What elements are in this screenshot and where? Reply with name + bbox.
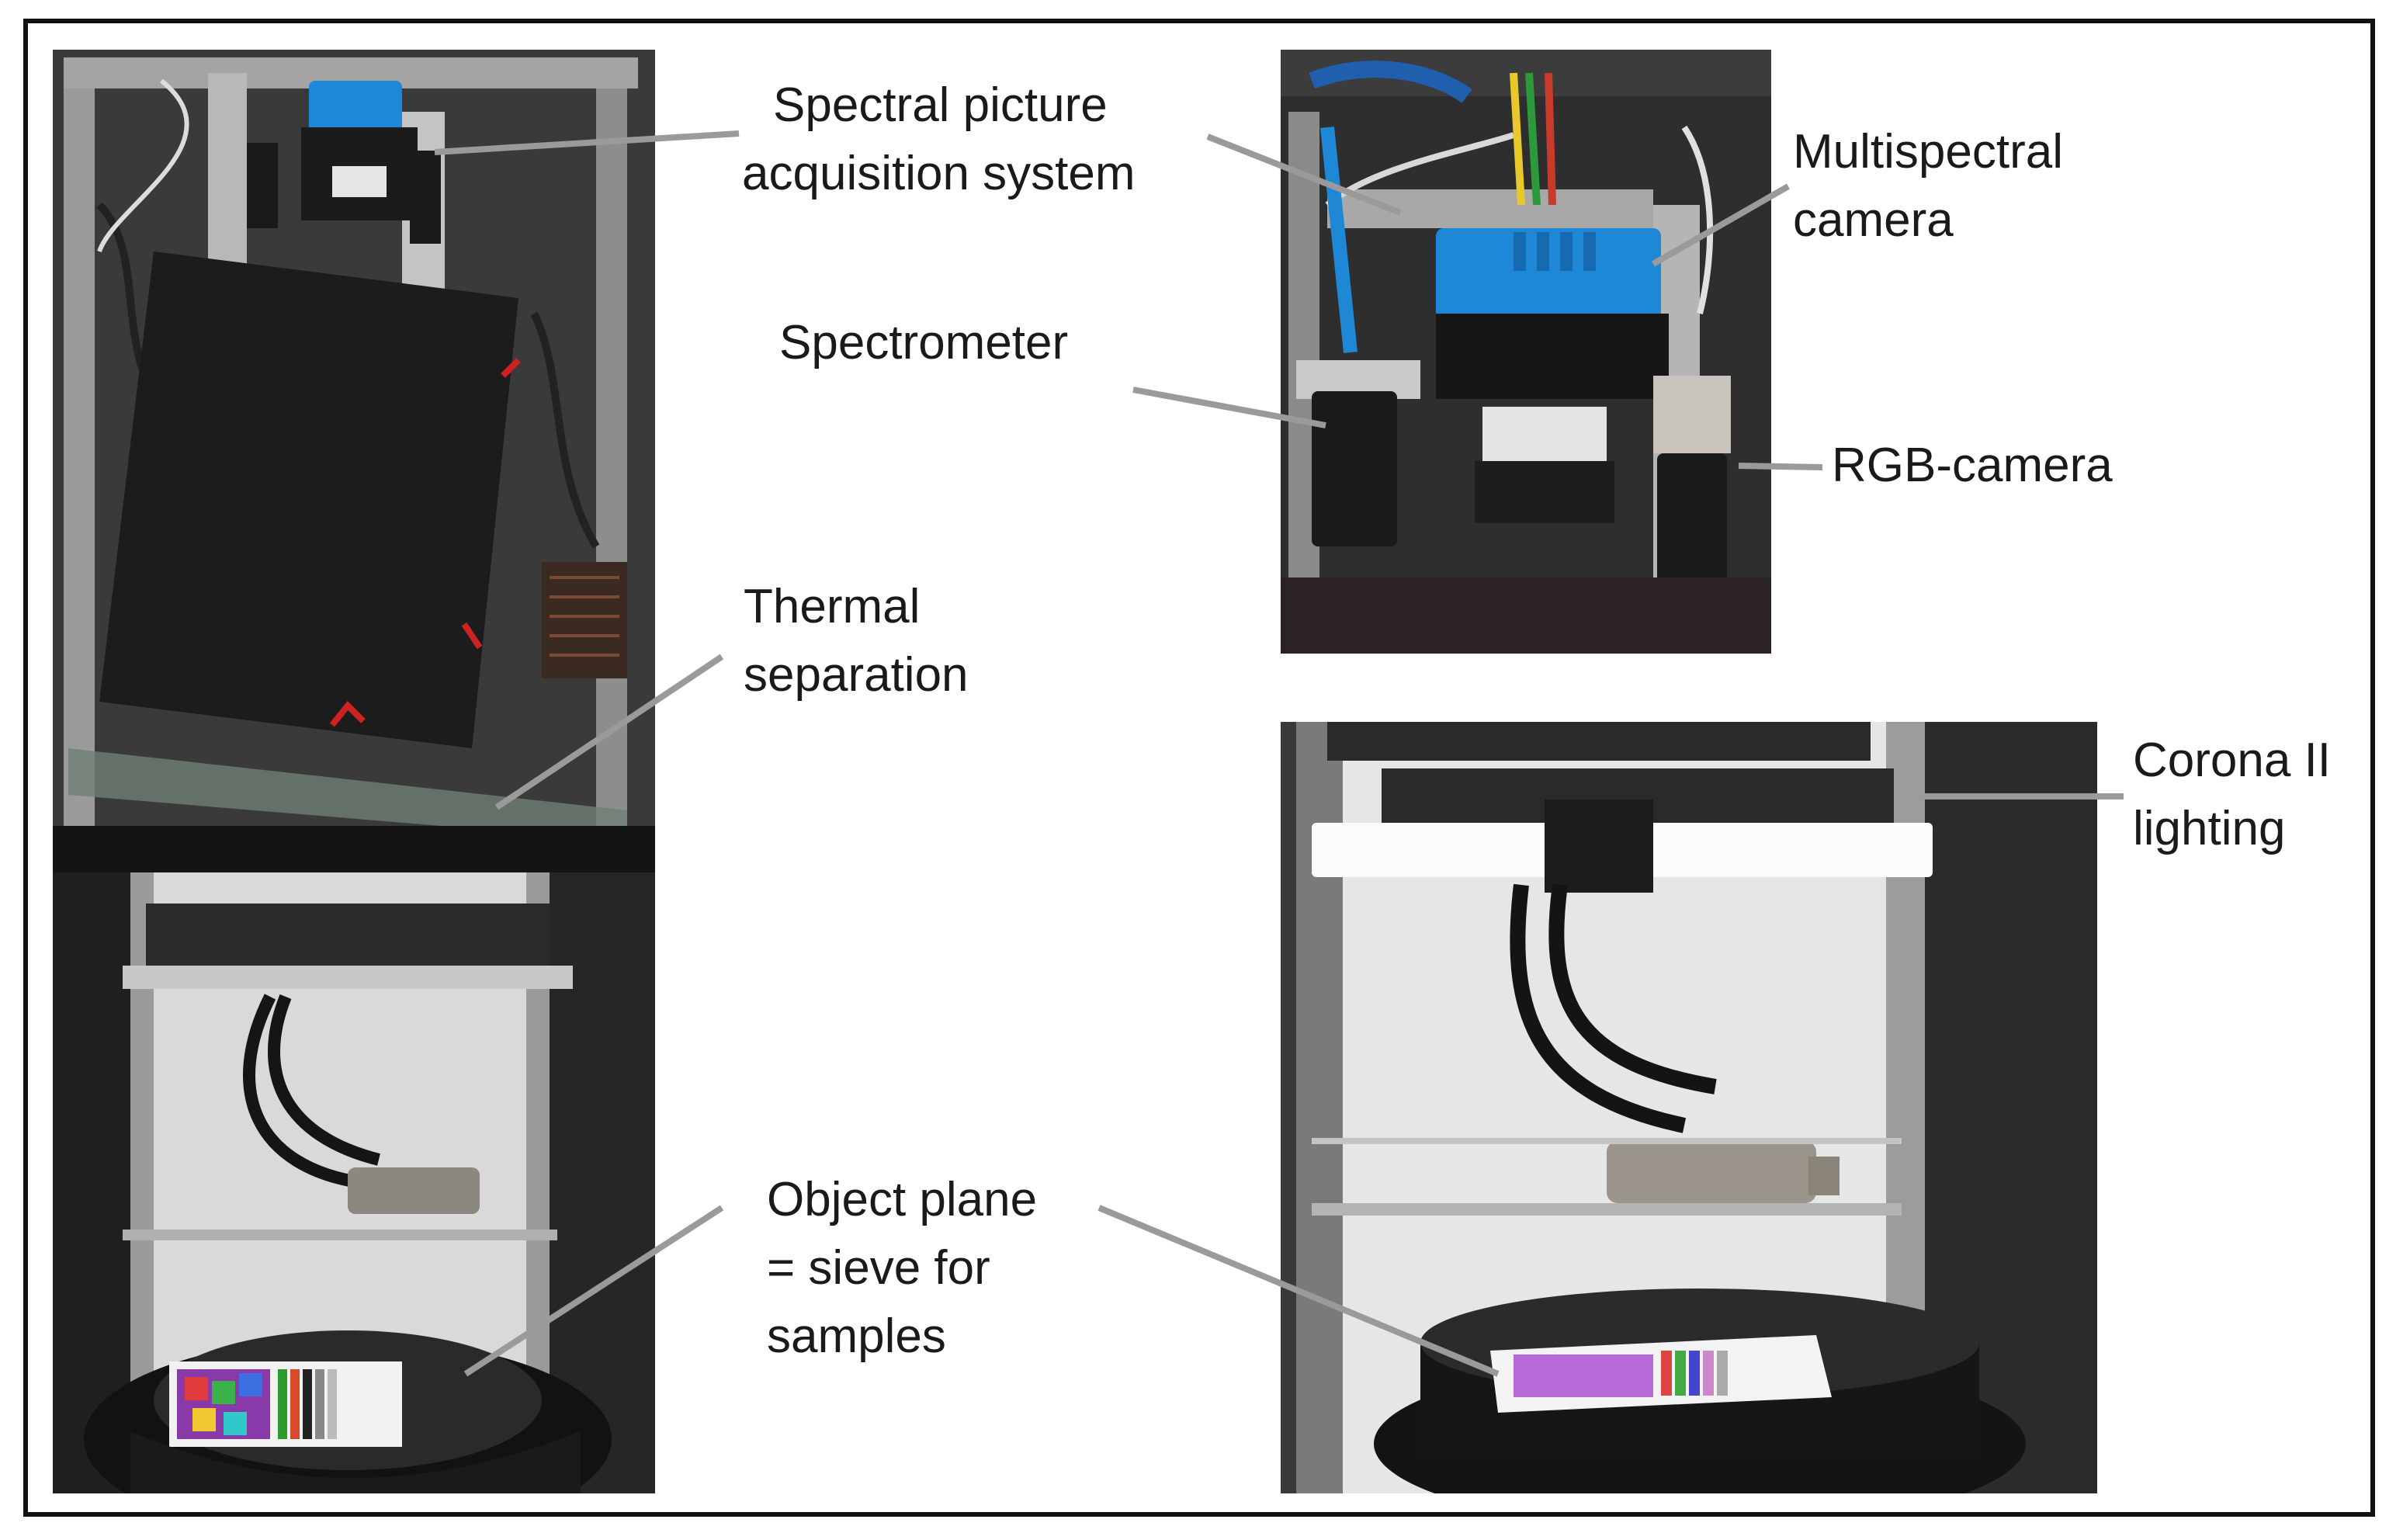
label-thermal-line2: separation — [744, 648, 969, 702]
full-setup-photo — [53, 50, 655, 1493]
label-multispectral-line1: Multispectral — [1793, 125, 2063, 179]
label-spectrometer: Spectrometer — [779, 316, 1069, 369]
label-corona-line1: Corona II — [2133, 734, 2332, 787]
label-multispectral-line2: camera — [1793, 193, 1954, 247]
lighting-closeup-photo — [1281, 722, 2097, 1493]
label-thermal-line1: Thermal — [744, 580, 921, 633]
label-object-line2: = sieve for — [767, 1241, 990, 1295]
camera-closeup-photo — [1281, 50, 1771, 654]
figure-frame — [23, 19, 2375, 1517]
label-spectral-picture-line2: acquisition system — [742, 147, 1136, 200]
label-rgb-camera: RGB-camera — [1832, 439, 2113, 492]
label-corona-line2: lighting — [2133, 802, 2286, 855]
label-spectral-picture-line1: Spectral picture — [773, 78, 1108, 132]
label-object-line3: samples — [767, 1309, 946, 1363]
label-object-line1: Object plane — [767, 1173, 1038, 1226]
